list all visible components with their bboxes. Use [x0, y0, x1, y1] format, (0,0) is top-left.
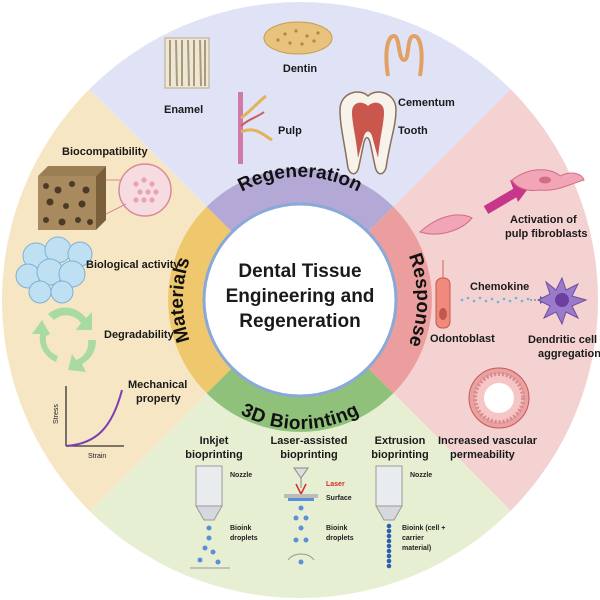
- label-enamel: Enamel: [164, 104, 203, 116]
- label-mechanical-1: Mechanical: [128, 379, 187, 391]
- label-activation-1: Activation of: [510, 214, 577, 226]
- label-odontoblast: Odontoblast: [430, 333, 495, 345]
- label-pulp: Pulp: [278, 125, 302, 137]
- scaffold-icon: [38, 163, 172, 230]
- label-bioink-b1: Bioink: [326, 525, 347, 532]
- label-inkjet-1: Inkjet: [200, 435, 229, 447]
- label-nozzle-b: Nozzle: [410, 472, 432, 479]
- laser-printer-icon: [284, 467, 318, 565]
- label-extrusion-2: bioprinting: [371, 449, 428, 461]
- label-inkjet-2: bioprinting: [185, 449, 242, 461]
- response-section: Activation of pulp fibroblasts Odontobla…: [419, 169, 600, 461]
- center-title-line1: Dental Tissue: [238, 261, 361, 282]
- tooth-icon: [339, 91, 397, 175]
- label-biocompatibility: Biocompatibility: [62, 146, 148, 158]
- dendritic-cell-icon: [536, 276, 588, 326]
- dentin-icon: [263, 21, 333, 55]
- odontoblast-icon: [435, 260, 451, 329]
- degradability-icon: [32, 307, 97, 372]
- inkjet-nozzle-icon: [190, 465, 230, 569]
- label-laser: Laser: [326, 481, 345, 488]
- label-extrusion-1: Extrusion: [375, 435, 426, 447]
- center-title-line2: Engineering and: [226, 286, 375, 307]
- label-degradability: Degradability: [104, 329, 175, 341]
- label-bioink-b2: droplets: [326, 535, 354, 542]
- label-bioink-c2: carrier: [402, 535, 424, 542]
- materials-section: Biocompatibility: [15, 146, 187, 460]
- label-laser-1: Laser-assisted: [270, 435, 347, 447]
- extrusion-nozzle-icon: [375, 465, 403, 569]
- label-nozzle-a: Nozzle: [230, 472, 252, 479]
- pulp-icon: [238, 92, 273, 164]
- label-chemokine: Chemokine: [470, 281, 529, 293]
- label-surface: Surface: [326, 495, 352, 502]
- label-dendritic-1: Dendritic cell: [528, 334, 597, 346]
- label-vascular-2: permeability: [450, 449, 516, 461]
- cell-cluster-icon: [15, 236, 93, 304]
- bioprinting-section: Inkjet bioprinting Laser-assisted biopri…: [185, 435, 445, 569]
- label-bioink-c3: material): [402, 545, 431, 552]
- label-dendritic-2: aggregation: [538, 348, 600, 360]
- label-vascular-1: Increased vascular: [438, 435, 538, 447]
- label-tooth: Tooth: [398, 125, 428, 137]
- enamel-icon: [164, 37, 210, 89]
- label-stress: Stress: [53, 404, 60, 424]
- label-activation-2: pulp fibroblasts: [505, 228, 588, 240]
- label-dentin: Dentin: [283, 63, 318, 75]
- label-biological-activity: Biological activity: [86, 259, 180, 271]
- center-title-line3: Regeneration: [239, 311, 360, 332]
- label-bioink-c1: Bioink (cell +: [402, 525, 445, 532]
- vascular-icon: [468, 367, 530, 429]
- fibroblast-icon: [419, 169, 585, 235]
- label-strain: Strain: [88, 453, 106, 460]
- label-laser-2: bioprinting: [280, 449, 337, 461]
- label-bioink-a2: droplets: [230, 535, 258, 542]
- label-mechanical-2: property: [136, 393, 182, 405]
- center-circle: [202, 202, 398, 398]
- quadrant-bioprinting-bg: [88, 300, 512, 598]
- label-bioink-a1: Bioink: [230, 525, 251, 532]
- cementum-icon: [384, 33, 424, 77]
- regeneration-section: Enamel Dentin Cementum Pulp Tooth: [164, 21, 455, 175]
- label-cementum: Cementum: [398, 97, 455, 109]
- stress-strain-chart-icon: [65, 386, 124, 447]
